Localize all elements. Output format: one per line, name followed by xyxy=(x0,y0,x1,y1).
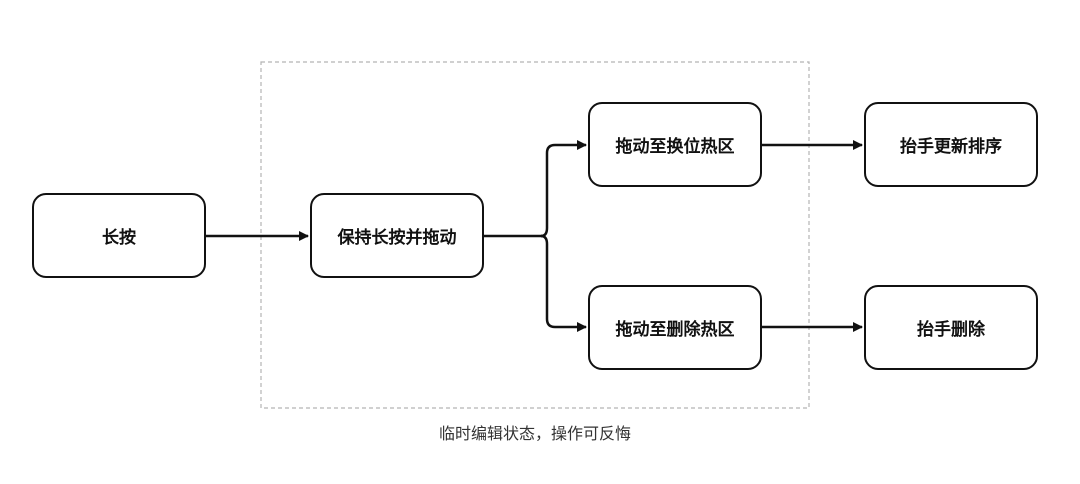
arrow-hold-to-swap xyxy=(540,140,587,238)
node-drag-to-swap-zone: 拖动至换位热区 xyxy=(588,102,762,187)
group-caption: 临时编辑状态，操作可反悔 xyxy=(438,424,631,443)
node-release-reorder: 抬手更新排序 xyxy=(864,102,1038,187)
node-hold-and-drag: 保持长按并拖动 xyxy=(310,193,484,278)
arrow-hold-to-delete xyxy=(540,234,587,332)
node-drag-to-delete-zone: 拖动至删除热区 xyxy=(588,285,762,370)
node-release-delete: 抬手删除 xyxy=(864,285,1038,370)
node-long-press: 长按 xyxy=(32,193,206,278)
temp-edit-group-box xyxy=(260,61,810,409)
